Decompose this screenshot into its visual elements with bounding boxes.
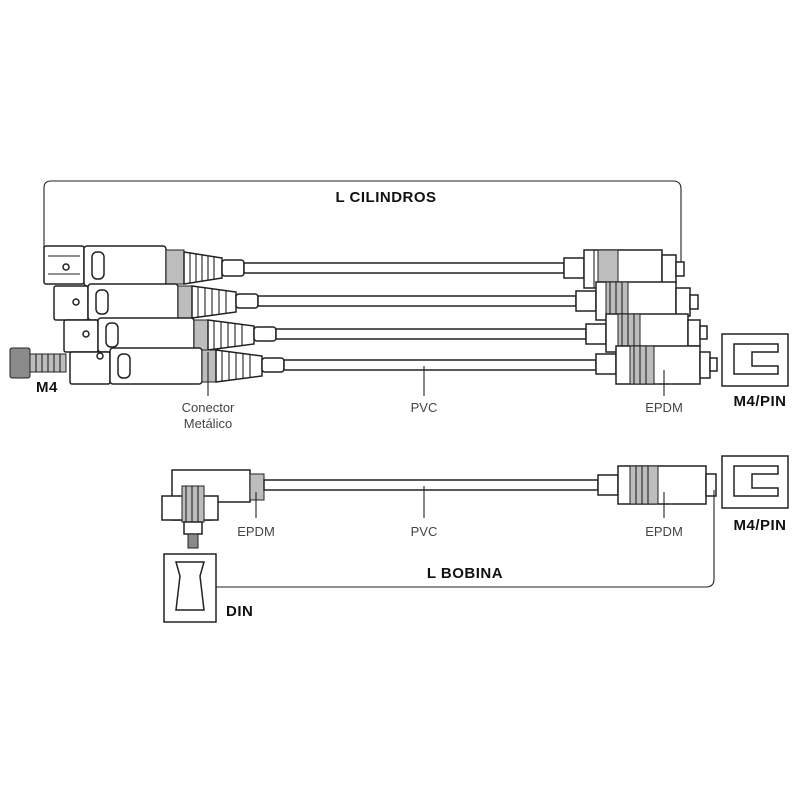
m4pin-terminal-icon xyxy=(721,333,789,387)
cylinder-cable-4 xyxy=(69,345,718,385)
m4pin-terminal-bottom-icon xyxy=(721,455,789,509)
m4-label: M4 xyxy=(36,379,58,396)
pvc-top-label: PVC xyxy=(411,400,438,415)
coil-cable xyxy=(161,465,717,549)
conector-label-line1: Conector xyxy=(182,400,235,415)
epdm-bobina-right-label: EPDM xyxy=(645,524,683,539)
din-label: DIN xyxy=(226,603,253,620)
l-cilindros-dimension xyxy=(43,180,682,262)
epdm-bobina-left-label: EPDM xyxy=(237,524,275,539)
l-bobina-label: L BOBINA xyxy=(427,565,503,582)
m4pin-bottom-label: M4/PIN xyxy=(733,517,786,534)
cylinder-cable-2 xyxy=(53,281,699,321)
din-connector-icon xyxy=(163,553,217,623)
l-cilindros-label: L CILINDROS xyxy=(335,189,436,206)
m4pin-top-label: M4/PIN xyxy=(733,393,786,410)
m4-screw-icon xyxy=(9,347,67,379)
pvc-bobina-label: PVC xyxy=(411,524,438,539)
cylinder-cable-3 xyxy=(63,313,708,353)
epdm-top-label: EPDM xyxy=(645,400,683,415)
l-bobina-dimension xyxy=(216,490,715,588)
conector-label-line2: Metálico xyxy=(184,416,232,431)
cylinder-cable-1 xyxy=(43,245,685,289)
